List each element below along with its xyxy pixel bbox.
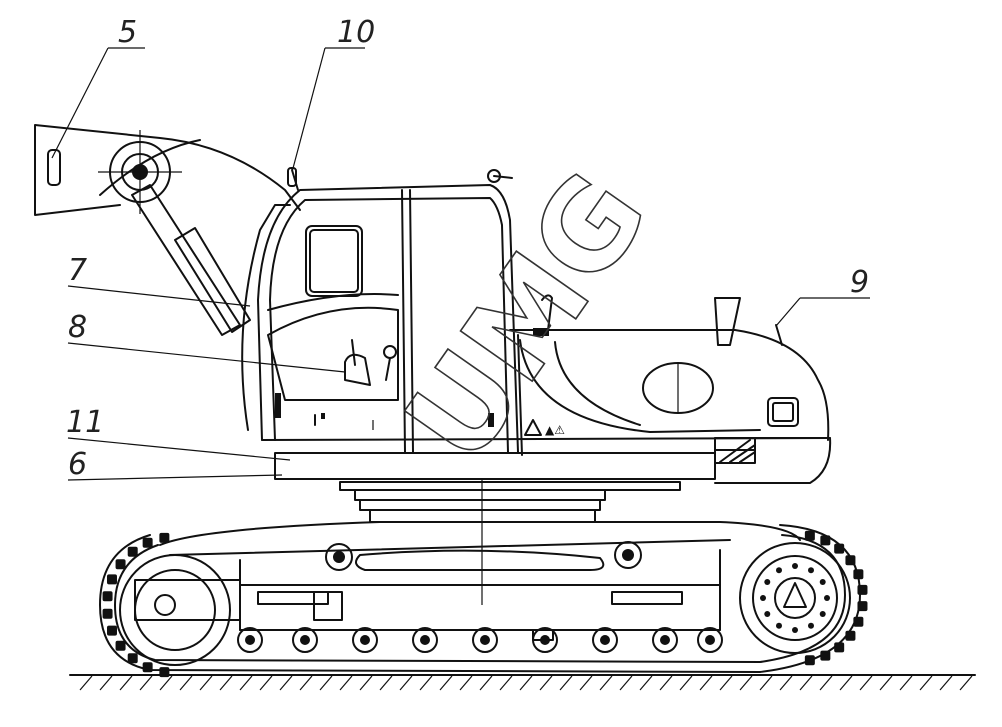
track-roller (697, 627, 723, 653)
track-shoe (820, 535, 831, 546)
track-shoe (159, 667, 170, 678)
track-roller (237, 627, 263, 653)
callout-5: 5 (118, 15, 137, 50)
ground-line (69, 674, 976, 691)
track-shoe (115, 640, 126, 651)
sprocket-hole (808, 567, 814, 574)
track-roller-hub (540, 635, 550, 645)
track-shoe (142, 662, 153, 673)
track-roller (292, 627, 318, 653)
track-roller-hub (705, 635, 715, 645)
track-shoe (106, 625, 117, 636)
track-shoe (834, 543, 845, 554)
track-roller-hub (245, 635, 255, 645)
sprocket-hole (824, 595, 830, 601)
undercarriage (99, 521, 868, 678)
sprocket-hole (792, 627, 798, 633)
sprocket-hole (792, 563, 798, 569)
track-roller (412, 627, 438, 653)
track-roller (352, 627, 378, 653)
sprocket-hole (764, 611, 771, 617)
track-roller (532, 627, 558, 653)
track-roller (472, 627, 498, 653)
sprocket-hole (764, 579, 771, 585)
sprocket-hole (760, 595, 766, 601)
track-shoe (853, 569, 864, 580)
cab (241, 167, 519, 453)
svg-text:▲⚠: ▲⚠ (545, 423, 565, 437)
track-roller-hub (600, 635, 610, 645)
engine-housing: ▲⚠ (509, 294, 830, 456)
sprocket-hole (808, 622, 814, 629)
track-shoe (159, 532, 170, 543)
callout-9: 9 (850, 265, 869, 300)
callout-8: 8 (68, 310, 87, 345)
track-shoe (845, 630, 856, 641)
track-shoe (115, 559, 126, 570)
track-roller (652, 627, 678, 653)
callout-11: 11 (66, 405, 104, 440)
track-shoe (102, 591, 113, 602)
callout-leaders (51, 47, 870, 481)
track-shoe (853, 616, 864, 627)
track-shoe (845, 555, 856, 566)
track-shoe (142, 537, 153, 548)
track-roller-hub (660, 635, 670, 645)
track-shoe (102, 608, 113, 619)
track-roller-hub (360, 635, 370, 645)
track-roller-hub (420, 635, 430, 645)
callout-6: 6 (68, 447, 87, 482)
track-shoe (106, 574, 117, 585)
callouts: 5 10 9 7 8 11 6 (66, 15, 869, 482)
sprocket-hole (819, 611, 826, 617)
track-roller-hub (300, 635, 310, 645)
callout-10: 10 (337, 15, 375, 50)
track-shoe (804, 655, 815, 666)
track-shoe (127, 653, 138, 664)
track-shoe (804, 530, 815, 541)
track-shoe (857, 584, 868, 595)
track-roller-hub (480, 635, 490, 645)
callout-7: 7 (68, 253, 87, 288)
sprocket-hole (776, 567, 782, 574)
track-shoe (834, 642, 845, 653)
sprocket-hole (776, 622, 782, 629)
track-roller (592, 627, 618, 653)
sprocket-hole (819, 579, 826, 585)
track-shoe (820, 650, 831, 661)
upper-frame (261, 437, 832, 484)
track-shoe (127, 546, 138, 557)
track-shoe (857, 601, 868, 612)
